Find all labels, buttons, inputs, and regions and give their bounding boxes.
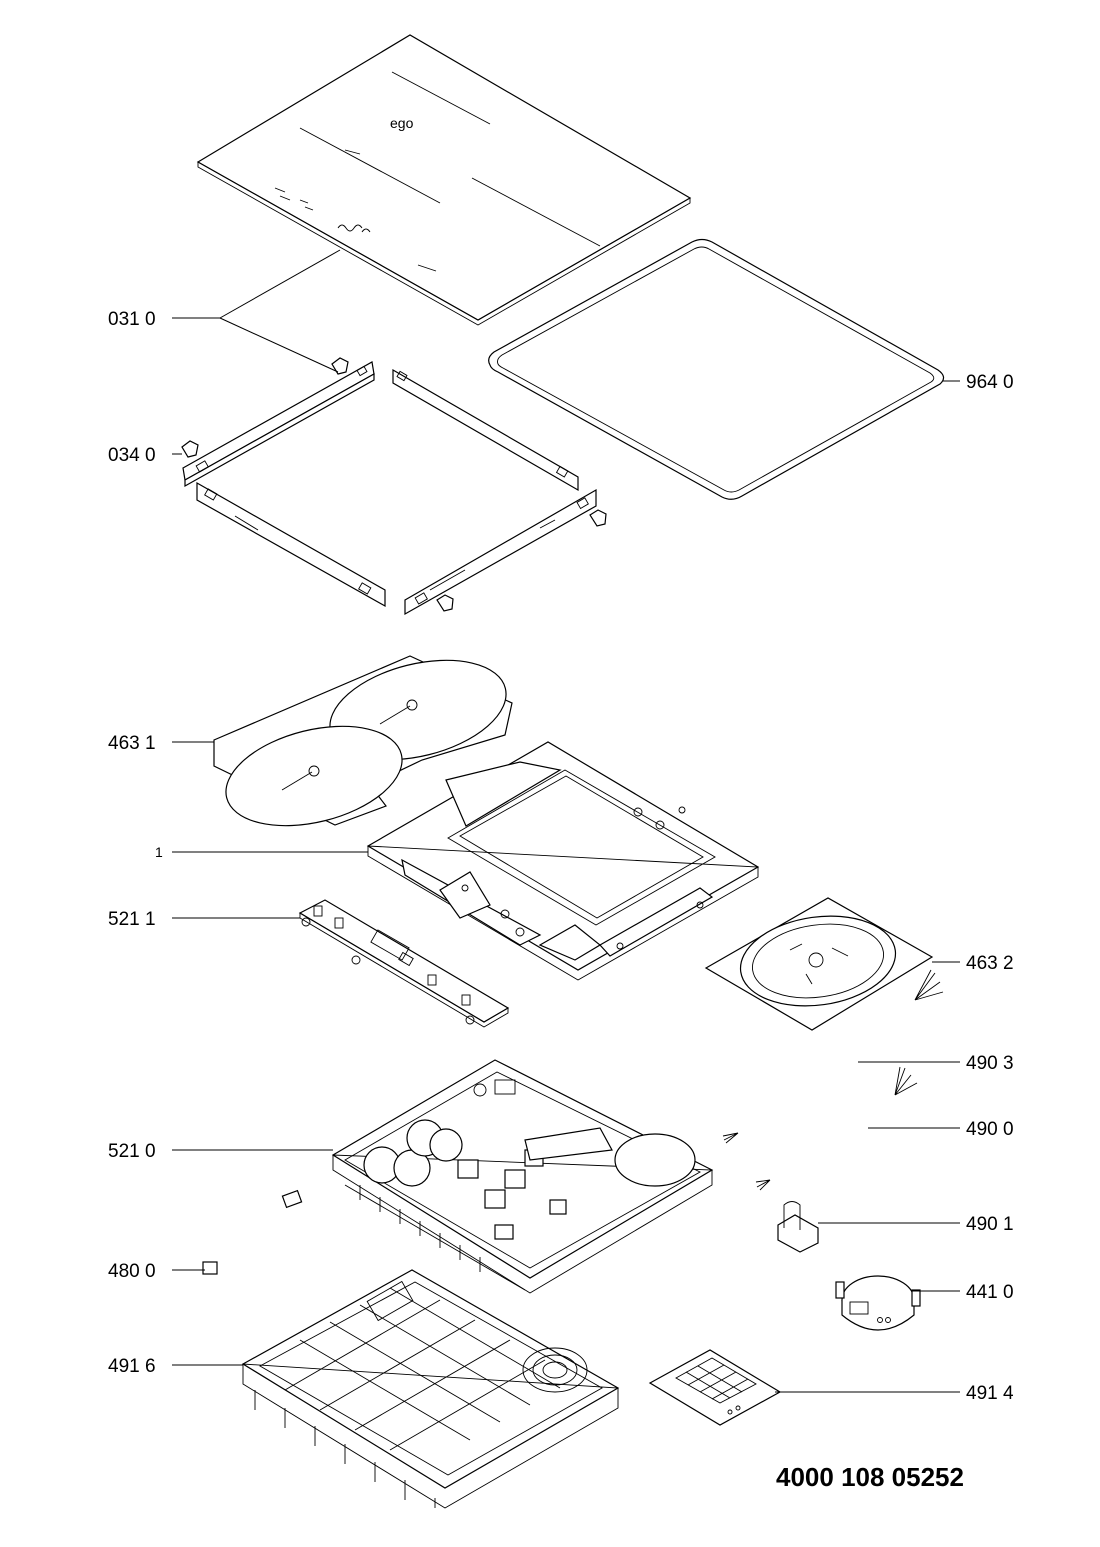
callout-964-0: 964 0 <box>966 372 1014 393</box>
leader-lines <box>172 249 960 1393</box>
callout-441-0: 441 0 <box>966 1282 1014 1303</box>
callout-labels: 031 0 034 0 964 0 463 1 1 521 1 463 2 49… <box>108 309 1014 1404</box>
callout-031-0: 031 0 <box>108 309 156 330</box>
cable-part-a <box>722 969 944 1144</box>
cooling-fan-part <box>835 1275 921 1331</box>
callout-521-0: 521 0 <box>108 1141 156 1162</box>
double-coil-plate-part <box>213 655 513 827</box>
ribbon-cable-part <box>202 1189 303 1275</box>
callout-490-1: 490 1 <box>966 1214 1014 1235</box>
filter-cover-part <box>648 1349 782 1426</box>
callout-1: 1 <box>155 844 163 860</box>
frame-rails-part <box>181 357 607 616</box>
callout-463-2: 463 2 <box>966 953 1014 974</box>
cable-clamp-part <box>777 1201 819 1253</box>
callout-034-0: 034 0 <box>108 445 156 466</box>
cable-part-b <box>755 1066 918 1191</box>
single-coil-plate-part <box>704 897 934 1031</box>
callout-491-4: 491 4 <box>966 1383 1014 1404</box>
callout-463-1: 463 1 <box>108 733 156 754</box>
svg-text:ego: ego <box>390 115 414 131</box>
glass-top-part: ego <box>196 34 692 326</box>
power-board-housing-part <box>331 1059 714 1294</box>
document-number: 4000 108 05252 <box>776 1462 964 1492</box>
callout-480-0: 480 0 <box>108 1261 156 1282</box>
callout-491-6: 491 6 <box>108 1356 156 1377</box>
bottom-housing-part <box>241 1269 620 1509</box>
seal-gasket-part <box>488 238 945 500</box>
callout-490-0: 490 0 <box>966 1119 1014 1140</box>
main-support-frame-part <box>366 741 760 981</box>
callout-521-1: 521 1 <box>108 909 156 930</box>
callout-490-3: 490 3 <box>966 1053 1014 1074</box>
